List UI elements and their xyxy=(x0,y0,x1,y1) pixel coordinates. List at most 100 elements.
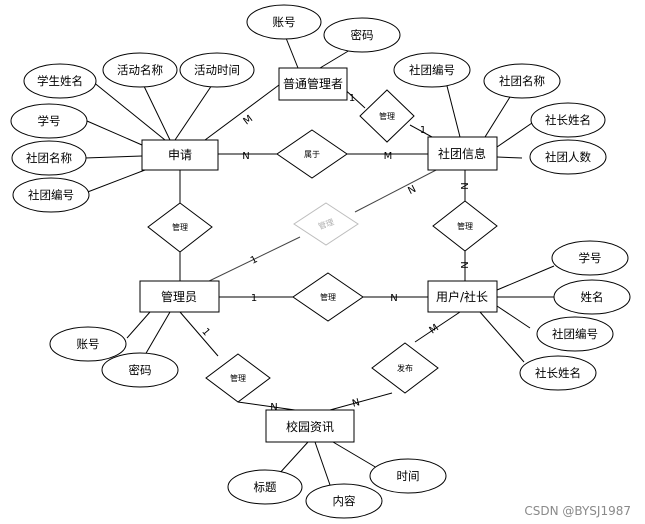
line-user-leader xyxy=(479,311,525,363)
line-apply-club-id xyxy=(84,169,146,194)
entity-admin-label: 管理员 xyxy=(161,289,197,304)
entity-general-admin: 普通管理者 xyxy=(278,67,348,101)
attr-general-admin-password-label: 密码 xyxy=(351,28,374,42)
watermark: CSDN @BYSJ1987 xyxy=(524,504,631,518)
attr-user-student-id-label: 学号 xyxy=(579,251,602,265)
line-apply-activity-time xyxy=(174,81,215,141)
entity-user-leader: 用户/社长 xyxy=(427,280,498,313)
attr-apply-club-id-label: 社团编号 xyxy=(28,188,74,202)
cardinality-labels: N M M 1 1 N 1 N N 1 N 1 N M N xyxy=(199,93,471,413)
line-news-content xyxy=(314,441,331,486)
entity-apply: 申请 xyxy=(141,139,219,171)
attr-news-content-label: 内容 xyxy=(333,494,356,508)
attr-club-member-count: 社团人数 xyxy=(529,139,607,175)
attr-club-leader-name-label: 社长姓名 xyxy=(545,113,591,127)
card-general-manage-1: 1 xyxy=(349,93,355,104)
rel-belongs-to: 属于 xyxy=(276,129,348,179)
card-belongs-club-m: M xyxy=(384,151,393,162)
attr-club-id: 社团编号 xyxy=(393,52,471,88)
attr-user-club-id: 社团编号 xyxy=(536,316,614,352)
rel-club-manage-user-label: 管理 xyxy=(457,221,473,231)
attr-user-student-id: 学号 xyxy=(551,240,629,276)
attr-apply-club-name-label: 社团名称 xyxy=(26,151,72,165)
attr-news-time: 时间 xyxy=(369,458,447,494)
attr-apply-activity-time: 活动时间 xyxy=(179,52,255,88)
attr-user-name-label: 姓名 xyxy=(581,290,604,304)
line-user-club-id xyxy=(496,305,531,329)
line-publish-news xyxy=(329,392,393,411)
line-admin-password xyxy=(144,311,171,356)
line-admin-manage-news-b xyxy=(237,401,296,411)
entity-club-info-label: 社团信息 xyxy=(438,146,486,161)
line-club-count xyxy=(496,156,523,159)
line-apply-club-name xyxy=(84,155,143,159)
line-admin-manage-news-a xyxy=(179,311,219,357)
card-general-admin-m: M xyxy=(242,113,256,127)
attr-user-leader-name: 社长姓名 xyxy=(519,355,597,391)
line-faded-manage-club xyxy=(354,167,441,213)
rel-publish: 发布 xyxy=(371,342,439,394)
card-club-vertical-n: N xyxy=(460,182,471,189)
attr-apply-club-id: 社团编号 xyxy=(12,177,90,213)
line-apply-student-id xyxy=(86,120,143,146)
attr-apply-student-name-label: 学生姓名 xyxy=(37,74,83,88)
rel-admin-manage-news: 管理 xyxy=(205,353,271,403)
attr-apply-student-id-label: 学号 xyxy=(38,114,61,128)
card-admin-news-n: N xyxy=(270,402,277,413)
attr-user-leader-name-label: 社长姓名 xyxy=(535,366,581,380)
rel-club-manage-user: 管理 xyxy=(432,200,498,252)
rel-admin-manage-user-label: 管理 xyxy=(320,292,336,302)
entity-admin: 管理员 xyxy=(139,280,220,313)
attr-admin-account: 账号 xyxy=(49,326,127,362)
rel-admin-manage-user: 管理 xyxy=(292,272,364,322)
attr-admin-password-label: 密码 xyxy=(129,363,152,377)
rel-publish-label: 发布 xyxy=(397,363,413,373)
line-news-title xyxy=(277,441,309,476)
attr-news-title-label: 标题 xyxy=(254,480,277,494)
card-user-vertical-n: N xyxy=(460,261,471,268)
attr-club-member-count-label: 社团人数 xyxy=(545,150,591,164)
entity-apply-label: 申请 xyxy=(168,148,192,162)
attr-apply-activity-time-label: 活动时间 xyxy=(194,63,240,77)
attr-club-id-label: 社团编号 xyxy=(409,63,455,77)
attr-user-name: 姓名 xyxy=(553,279,631,315)
rel-admin-manage-apply: 管理 xyxy=(147,202,213,253)
attr-news-content: 内容 xyxy=(305,483,383,519)
attr-user-club-id-label: 社团编号 xyxy=(552,327,598,341)
attr-news-title: 标题 xyxy=(227,469,303,505)
line-user-sid xyxy=(496,265,555,291)
rel-general-manage: 管理 xyxy=(359,89,415,143)
entity-general-admin-label: 普通管理者 xyxy=(283,76,343,91)
line-ga-account xyxy=(285,37,299,69)
attr-news-time-label: 时间 xyxy=(397,469,420,483)
attr-apply-student-id: 学号 xyxy=(10,103,88,139)
card-faded-admin-1: 1 xyxy=(249,254,260,267)
card-admin-user-n: N xyxy=(390,293,397,304)
entity-user-leader-label: 用户/社长 xyxy=(436,289,488,304)
line-admin-faded-manage xyxy=(204,236,301,284)
card-admin-news-1: 1 xyxy=(199,326,212,338)
card-admin-user-1: 1 xyxy=(251,293,257,304)
connector-lines xyxy=(84,37,555,486)
line-admin-account xyxy=(126,311,151,339)
line-apply-activity-name xyxy=(141,81,171,141)
line-club-id xyxy=(446,85,461,138)
line-news-time xyxy=(332,441,378,469)
attr-apply-activity-name-label: 活动名称 xyxy=(117,63,163,77)
attr-admin-account-label: 账号 xyxy=(77,337,100,351)
entity-campus-news: 校园资讯 xyxy=(265,409,355,443)
attr-admin-password: 密码 xyxy=(101,352,179,388)
entity-campus-news-label: 校园资讯 xyxy=(286,419,334,434)
card-club-manage-1: 1 xyxy=(420,125,426,136)
attr-apply-club-name: 社团名称 xyxy=(11,140,87,176)
attr-club-name-label: 社团名称 xyxy=(499,74,545,88)
attr-club-leader-name: 社长姓名 xyxy=(530,102,606,138)
attr-general-admin-account-label: 账号 xyxy=(273,15,296,29)
card-publish-news-n: N xyxy=(351,397,361,410)
card-apply-belongs-n: N xyxy=(242,151,249,162)
entity-club-info: 社团信息 xyxy=(427,136,498,171)
attr-general-admin-password: 密码 xyxy=(323,17,401,53)
rel-admin-manage-news-label: 管理 xyxy=(230,373,246,383)
line-club-leader xyxy=(496,122,533,148)
